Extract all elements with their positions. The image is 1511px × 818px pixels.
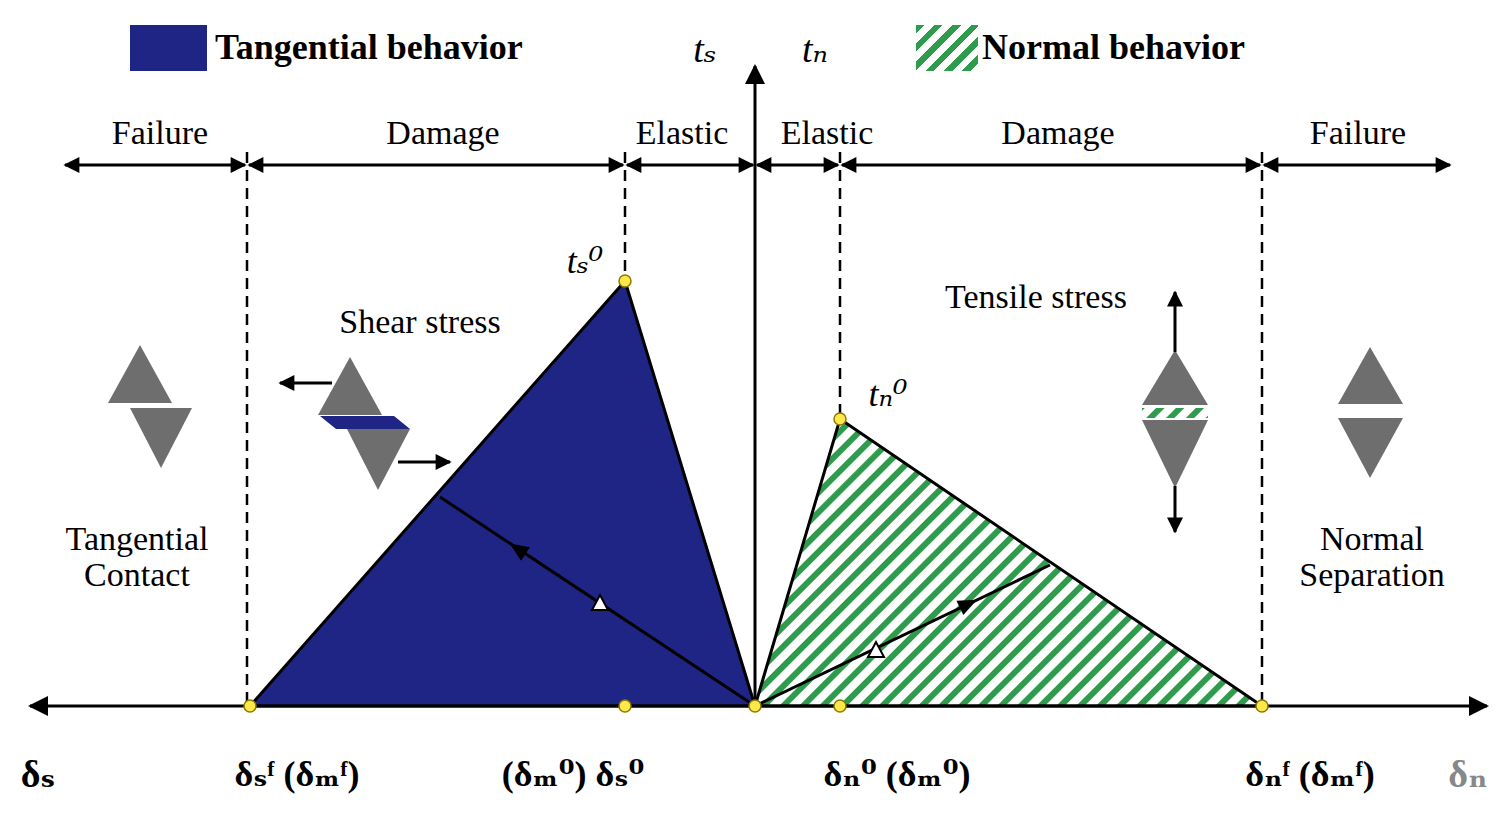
diagram-label: Failure — [1310, 115, 1406, 151]
key-point — [834, 700, 846, 712]
key-points — [244, 275, 1268, 712]
range-arrow — [627, 164, 753, 167]
key-point — [749, 700, 761, 712]
diagram-label: Tangential Contact — [27, 521, 247, 592]
upper-wedge — [108, 345, 172, 403]
path-arrowhead — [505, 537, 530, 561]
diagram-label: δₙ⁰ (δₘ⁰) — [824, 756, 971, 794]
diagram-label: δₙᶠ (δₘᶠ) — [1245, 756, 1374, 794]
lower-wedge — [347, 429, 410, 490]
diagram-label: Tensile stress — [945, 279, 1127, 315]
key-point — [619, 700, 631, 712]
hollow-triangle — [592, 595, 608, 610]
range-arrow — [842, 164, 1260, 167]
upper-wedge — [318, 357, 382, 415]
force-arrow — [398, 461, 450, 464]
dashed-line — [1261, 152, 1264, 706]
diagram-label: tₛ — [693, 30, 716, 70]
contact-icon — [108, 345, 192, 468]
force-arrow — [1174, 486, 1177, 532]
diagram-label: δₙ — [1448, 755, 1487, 795]
diagram-label: tₙ — [802, 30, 828, 70]
diagram-label: Elastic — [636, 115, 729, 151]
diagram-label: tₛ⁰ — [567, 243, 604, 281]
shear-icon — [280, 357, 450, 490]
diagram-label: δₛ — [21, 755, 56, 795]
tensile-band — [1142, 408, 1208, 418]
legend-swatch — [130, 25, 207, 71]
loading-path — [755, 565, 1050, 706]
legend-text: Tangential behavior — [215, 26, 523, 68]
path-arrowhead — [956, 592, 980, 615]
force-arrow — [280, 382, 332, 385]
diagram-label: Damage — [1001, 115, 1114, 151]
range-arrow — [1264, 164, 1450, 167]
upper-wedge — [1142, 350, 1208, 405]
key-point — [834, 413, 846, 425]
lower-wedge — [1338, 418, 1403, 478]
diagram-label: Elastic — [781, 115, 874, 151]
vertical-axis — [754, 66, 757, 708]
diagram-label: Damage — [386, 115, 499, 151]
shear-band — [320, 416, 410, 429]
normal-triangle — [755, 419, 1262, 706]
force-arrow — [1174, 292, 1177, 352]
upper-wedge — [1338, 347, 1403, 404]
range-arrows — [65, 164, 1450, 167]
range-arrow — [65, 164, 245, 167]
range-arrow — [757, 164, 838, 167]
diagram-label: tₙ⁰ — [868, 376, 907, 414]
key-point — [619, 275, 631, 287]
legend-text: Normal behavior — [982, 26, 1245, 68]
diagram-label: (δₘ⁰) δₛ⁰ — [502, 756, 644, 794]
diagram-label: δₛᶠ (δₘᶠ) — [235, 756, 360, 794]
key-point — [1256, 700, 1268, 712]
unloading-path — [440, 497, 755, 706]
lower-wedge — [130, 408, 192, 468]
key-point — [244, 700, 256, 712]
separation-icon — [1338, 347, 1403, 478]
dashed-line — [246, 152, 249, 706]
legend-swatch — [916, 25, 978, 71]
shear-triangle — [250, 281, 755, 706]
range-arrow — [249, 164, 623, 167]
diagram-label: Shear stress — [339, 304, 500, 340]
hollow-triangle — [868, 642, 884, 657]
diagram-label: Failure — [112, 115, 208, 151]
diagram-label: Normal Separation — [1257, 521, 1487, 592]
tensile-icon — [1142, 292, 1208, 532]
lower-wedge — [1142, 420, 1208, 488]
